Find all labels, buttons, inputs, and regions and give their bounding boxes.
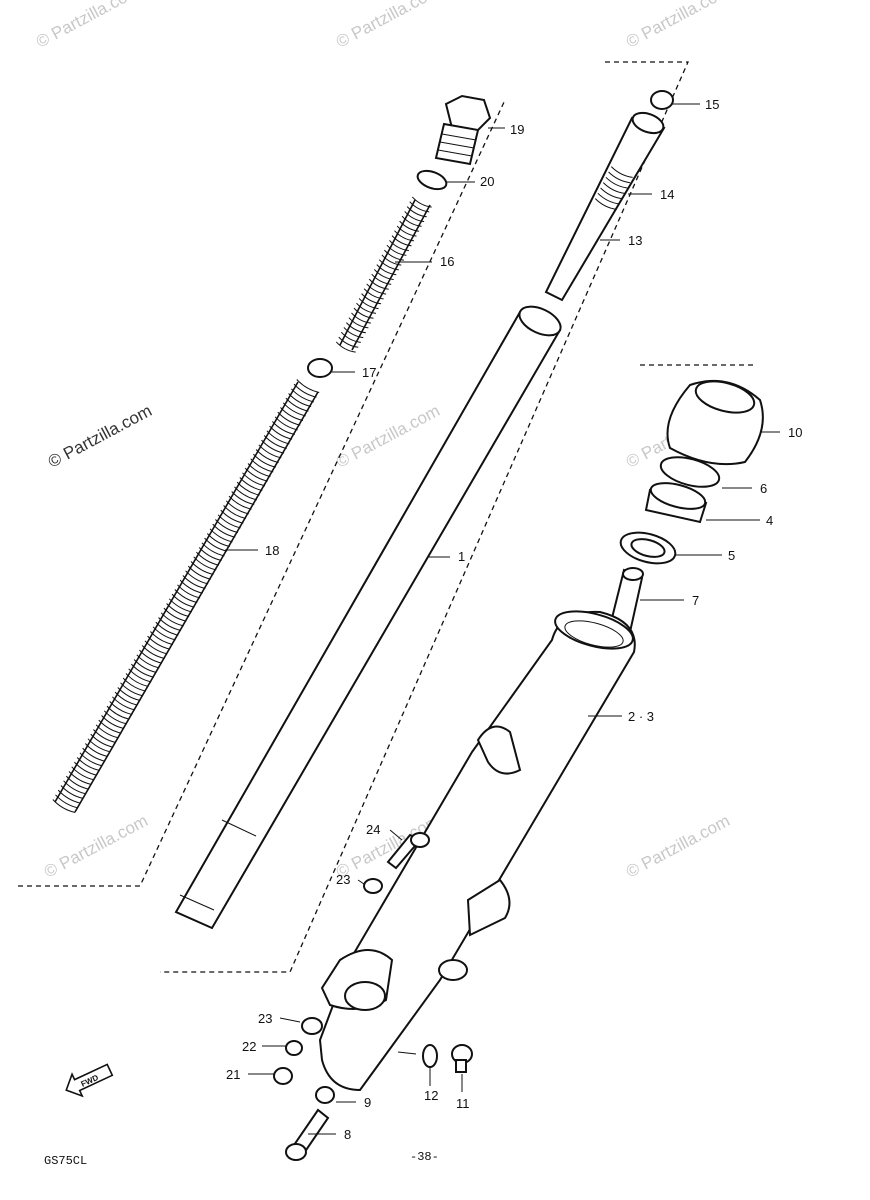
axle-pinch-bolt [386, 832, 430, 870]
watermark: © Partzilla.com [45, 401, 155, 472]
o-ring [416, 169, 448, 191]
watermark: © Partzilla.com [623, 0, 733, 52]
callout-23: 23 [258, 1011, 272, 1026]
model-code: GS75CL [44, 1154, 87, 1168]
callout-7: 7 [692, 593, 699, 608]
callout-2-3: 2 · 3 [628, 709, 654, 724]
callout-17: 17 [362, 365, 376, 380]
watermark: © Partzilla.com [623, 811, 733, 882]
callout-6: 6 [760, 481, 767, 496]
callout-22: 22 [242, 1039, 256, 1054]
spring-seat-washer [307, 358, 333, 378]
dust-boot [666, 379, 764, 466]
callout-1: 1 [458, 549, 465, 564]
drain-gasket [422, 1044, 438, 1068]
callout-10: 10 [788, 425, 802, 440]
callout-11: 11 [456, 1096, 470, 1111]
short-spring [335, 196, 432, 353]
watermark: © Partzilla.com [333, 401, 443, 472]
forward-arrow-icon: FWD [65, 1063, 114, 1098]
callout-20: 20 [480, 174, 494, 189]
inner-fork-tube [174, 305, 562, 930]
drain-screw [451, 1044, 473, 1073]
nut [285, 1040, 303, 1056]
leader-lines [225, 103, 780, 1135]
callout-14: 14 [660, 187, 674, 202]
watermark: © Partzilla.com [41, 811, 151, 882]
callout-8: 8 [344, 1127, 351, 1142]
oil-seal-clip [659, 456, 721, 488]
long-spring [52, 379, 320, 813]
callout-13: 13 [628, 233, 642, 248]
watermark: © Partzilla.com [333, 0, 443, 52]
outer-fork-tube [318, 610, 636, 1092]
callout-21: 21 [226, 1067, 240, 1082]
callout-4: 4 [766, 513, 773, 528]
damper-rod [544, 111, 666, 302]
oil-seal [619, 531, 677, 565]
oil-seal-retainer [644, 482, 708, 524]
callout-12: 12 [424, 1088, 438, 1103]
gasket [315, 1086, 335, 1104]
callout-9: 9 [364, 1095, 371, 1110]
fork-cap-bolt [434, 94, 492, 166]
callout-24: 24 [366, 822, 380, 837]
spring-group-boundary [18, 99, 506, 887]
washer [363, 878, 383, 894]
callout-18: 18 [265, 543, 279, 558]
drain-bolt [285, 1108, 330, 1161]
callout-5: 5 [728, 548, 735, 563]
washer [301, 1017, 323, 1035]
callout-15: 15 [705, 97, 719, 112]
callout-19: 19 [510, 122, 524, 137]
top-washer [650, 90, 674, 110]
rebound-spring [594, 166, 633, 210]
inner-tube-group-boundary [160, 61, 689, 973]
callout-labels: 15 19 20 14 13 16 17 10 6 4 5 1 18 7 2 ·… [226, 97, 802, 1142]
watermark: © Partzilla.com [33, 0, 143, 52]
nut [273, 1067, 293, 1085]
callout-23: 23 [336, 872, 350, 887]
page-number: -38- [410, 1150, 439, 1164]
callout-16: 16 [440, 254, 454, 269]
rebound-spring-coils [594, 166, 633, 210]
